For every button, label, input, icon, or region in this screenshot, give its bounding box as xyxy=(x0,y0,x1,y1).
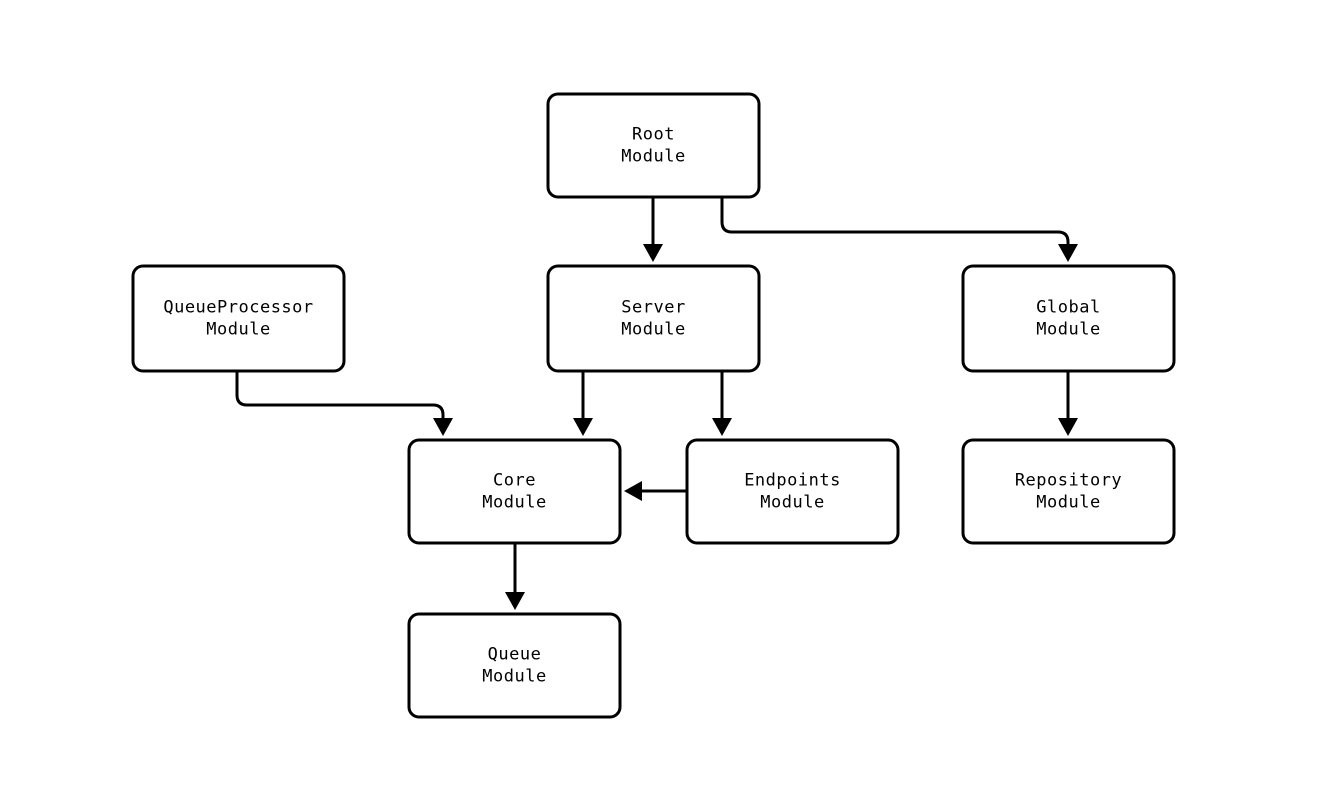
node-label-line2: Module xyxy=(621,320,685,340)
arrow-head-icon xyxy=(433,418,453,436)
edge-core-to-queue xyxy=(505,543,525,610)
arrow-head-icon xyxy=(1058,418,1078,436)
node-label-line1: Core xyxy=(493,471,536,491)
node-box[interactable] xyxy=(407,612,622,719)
node-box[interactable] xyxy=(685,438,900,545)
node-label-line2: Module xyxy=(1036,320,1100,340)
node-label-line1: Endpoints xyxy=(744,471,841,491)
node-label-line2: Module xyxy=(482,493,546,513)
node-label-line1: Root xyxy=(632,125,675,145)
arrow-head-icon xyxy=(643,244,663,262)
node-label-line1: QueueProcessor xyxy=(163,298,313,318)
node-label-line2: Module xyxy=(621,147,685,167)
edge-server-to-core xyxy=(573,371,593,436)
node-label-line2: Module xyxy=(482,667,546,687)
edge-queueprocessor-to-core xyxy=(235,371,453,436)
arrow-head-icon xyxy=(624,481,642,501)
node-label-line1: Server xyxy=(621,298,685,318)
arrow-head-icon xyxy=(573,418,593,436)
node-label-line1: Queue xyxy=(488,645,542,665)
node-box[interactable] xyxy=(546,92,761,199)
arrow-head-icon xyxy=(1058,244,1078,262)
edge-global-to-repository xyxy=(1058,371,1078,436)
edges-layer xyxy=(235,197,1078,610)
edge-line xyxy=(235,371,445,418)
edge-line xyxy=(720,197,1070,244)
node-label-line2: Module xyxy=(206,320,270,340)
node-label-line2: Module xyxy=(1036,493,1100,513)
edge-root-to-server xyxy=(643,197,663,262)
node-label-line1: Repository xyxy=(1015,471,1122,491)
node-box[interactable] xyxy=(131,264,346,373)
nodes-layer: RootModuleQueueProcessorModuleServerModu… xyxy=(131,92,1176,719)
arrow-head-icon xyxy=(712,418,732,436)
node-label-line1: Global xyxy=(1036,298,1100,318)
edge-server-to-endpoints xyxy=(712,371,732,436)
arrow-head-icon xyxy=(505,592,525,610)
edge-root-to-global xyxy=(720,197,1078,262)
node-box[interactable] xyxy=(961,264,1176,373)
node-box[interactable] xyxy=(546,264,761,373)
node-label-line2: Module xyxy=(760,493,824,513)
node-box[interactable] xyxy=(961,438,1176,545)
node-box[interactable] xyxy=(407,438,622,545)
edge-endpoints-to-core xyxy=(624,481,687,501)
